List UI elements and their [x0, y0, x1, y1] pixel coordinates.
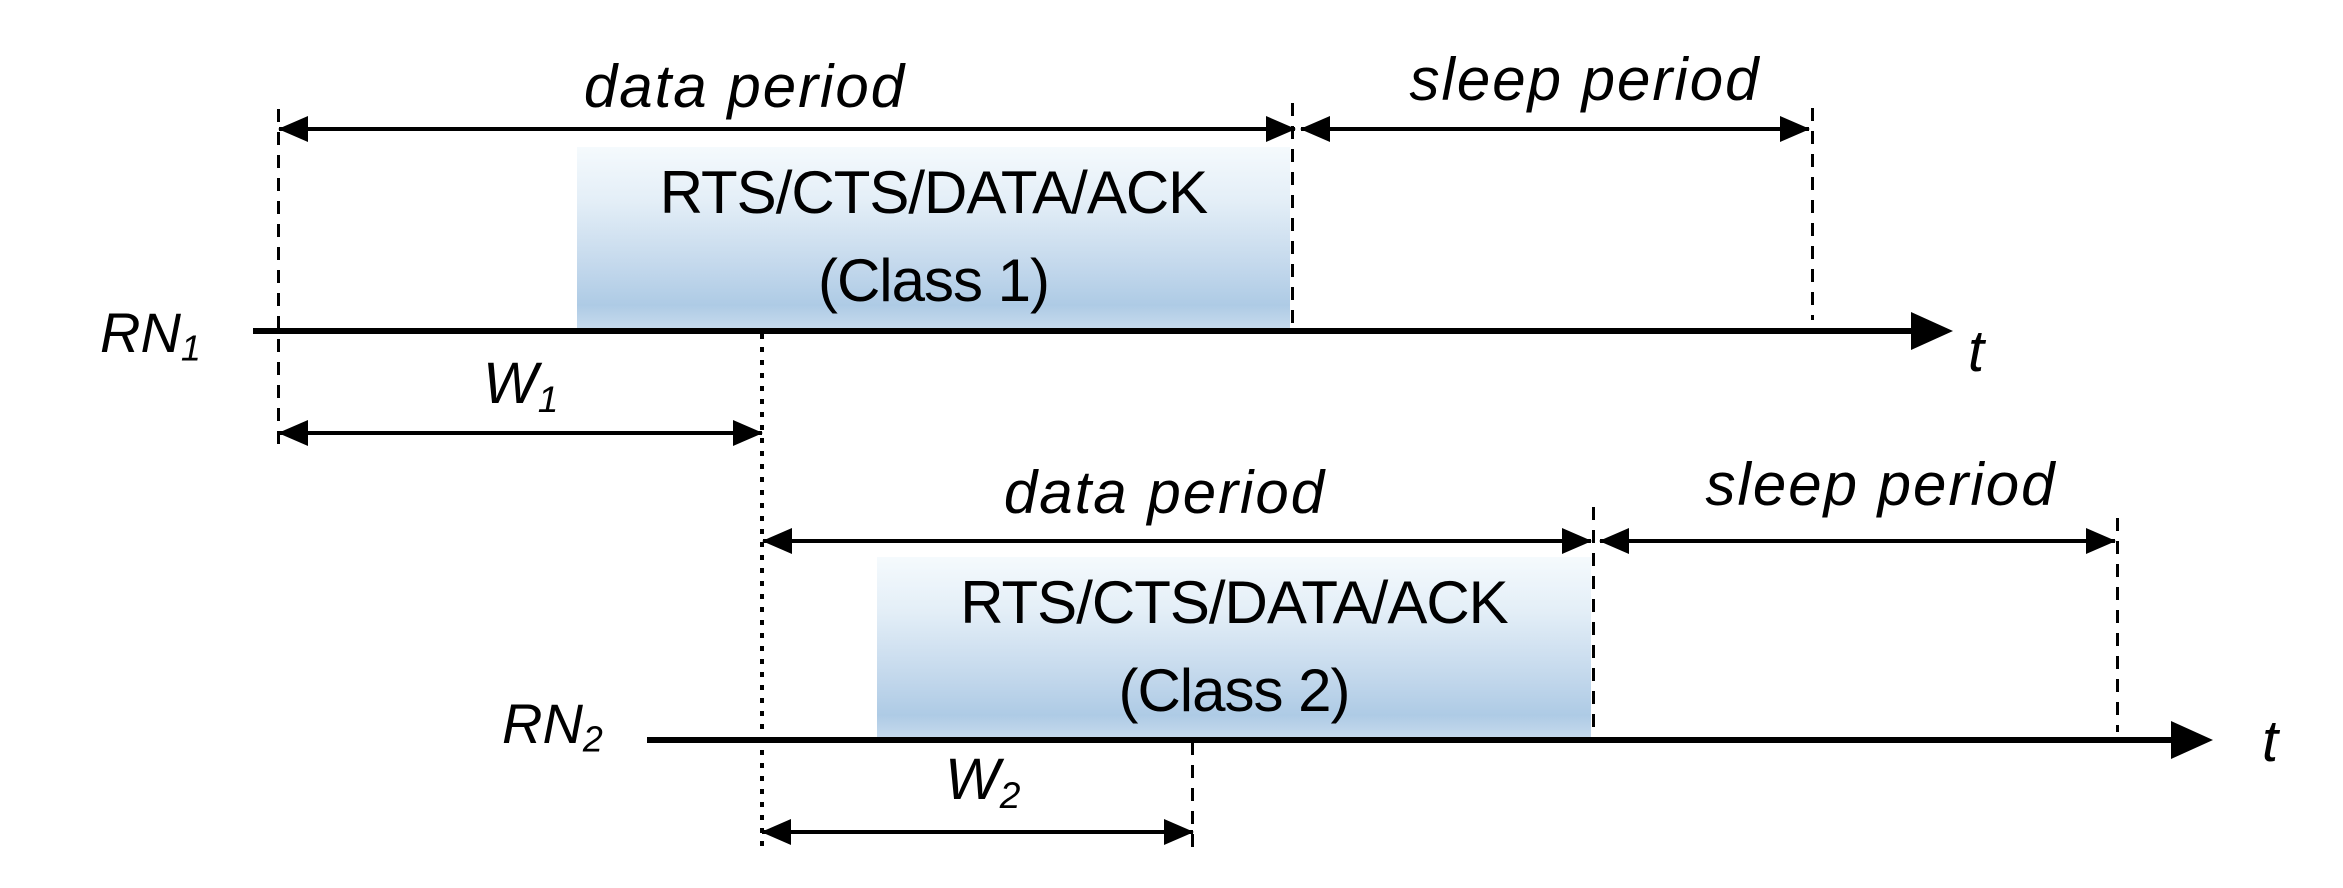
- rn2-sleep-period-label: sleep period: [1705, 451, 2057, 518]
- rn2-axis: [647, 721, 2213, 759]
- rn1-sleep-period-arrow: [1300, 116, 1810, 142]
- rn1-sleep-period-label: sleep period: [1409, 46, 1761, 113]
- w1-arrow: [278, 420, 763, 446]
- arrowhead-left-icon: [761, 819, 791, 845]
- rn2-sleep-period-arrow: [1599, 528, 2116, 554]
- arrowhead-right-icon: [2086, 528, 2116, 554]
- rn2-node-subscript: 2: [582, 719, 603, 760]
- w2-label: W2: [945, 746, 1020, 817]
- rn2-node-label: RN2: [502, 691, 603, 761]
- rn2-frame-box-line1: RTS/CTS/DATA/ACK: [960, 569, 1508, 636]
- arrowhead-right-icon: [1164, 819, 1194, 845]
- rn2-data-period-label: data period: [1003, 459, 1327, 526]
- arrowhead-right-icon: [1562, 528, 1592, 554]
- arrowhead-left-icon: [762, 528, 792, 554]
- w2-subscript: 2: [999, 773, 1021, 816]
- rn1-frame-box-line2: (Class 1): [817, 247, 1050, 314]
- rn1-axis: [253, 312, 1953, 350]
- rn1-data-period-arrow: [278, 116, 1296, 142]
- rn2-frame-box-line2: (Class 2): [1118, 657, 1350, 724]
- axis-arrowhead-icon: [2171, 721, 2213, 759]
- w2-text: W: [945, 747, 1000, 812]
- rn1-frame-box: RTS/CTS/DATA/ACK (Class 1): [577, 147, 1290, 331]
- arrowhead-right-icon: [733, 420, 763, 446]
- rn2-data-period-arrow: [762, 528, 1592, 554]
- rn2-node-text: RN: [502, 692, 583, 755]
- rn1-node-subscript: 1: [180, 328, 201, 369]
- w1-subscript: 1: [537, 377, 559, 420]
- rn2-data-sleep-boundary-dashed-line: [1592, 507, 1595, 738]
- rn1-data-sleep-boundary-dashed-line: [1291, 103, 1294, 329]
- rn1-sleep-end-dashed-line: [1811, 108, 1814, 320]
- rn2-frame-box: RTS/CTS/DATA/ACK (Class 2): [877, 557, 1591, 741]
- arrowhead-left-icon: [278, 420, 308, 446]
- arrowhead-left-icon: [1300, 116, 1330, 142]
- arrowhead-left-icon: [1599, 528, 1629, 554]
- rn1-node-text: RN: [100, 301, 181, 364]
- axis-arrowhead-icon: [1911, 312, 1953, 350]
- w1-text: W: [483, 351, 538, 416]
- rn2-t-label: t: [2262, 709, 2279, 774]
- w2-arrow: [761, 819, 1194, 845]
- w2-end-dashed-line: [1191, 742, 1194, 848]
- rn1-data-period-label: data period: [583, 53, 907, 120]
- rn1-frame-box-line1: RTS/CTS/DATA/ACK: [659, 159, 1208, 226]
- rn2-sleep-end-dashed-line: [2116, 518, 2119, 732]
- rn1-t-label: t: [1968, 319, 1985, 384]
- rn1-node-label: RN1: [100, 300, 201, 370]
- w1-end-dotted-line: [760, 334, 764, 848]
- arrowhead-left-icon: [278, 116, 308, 142]
- arrowhead-right-icon: [1780, 116, 1810, 142]
- rn1-wake-start-dashed-line: [277, 109, 280, 445]
- w1-label: W1: [483, 350, 558, 421]
